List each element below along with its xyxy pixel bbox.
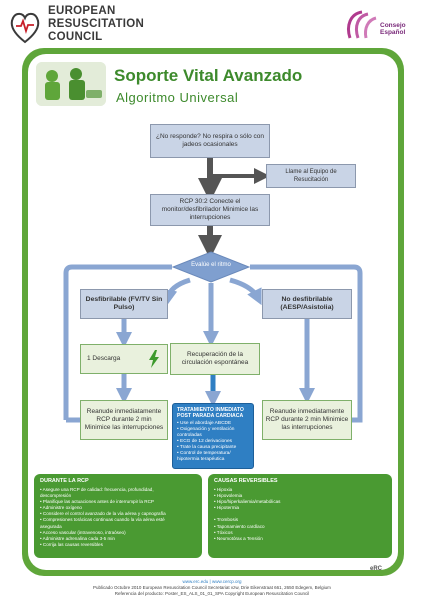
box-tratamiento: TRATAMIENTO INMEDIATO POST PARADA CARDIA… <box>172 403 254 469</box>
erc-footer-mark: eRC <box>370 566 383 572</box>
causa-item: • Tóxicos <box>214 529 233 535</box>
box-no-desfibrilable: No desfibrilable (AESP/Asistolia) <box>262 289 352 319</box>
lightning-icon <box>149 350 159 368</box>
erc-heart-logo-icon <box>10 12 40 44</box>
tratamiento-item: • Oxigenación y ventilación controladas <box>177 427 235 438</box>
footer-publication: Publicado Octubre 2010 European Resuscit… <box>93 585 331 590</box>
causas-heading: CAUSAS REVERSIBLES <box>214 478 278 484</box>
box-llame-equipo: Llame al Equipo de Resucitación <box>266 164 356 188</box>
panel-causas-reversibles: CAUSAS REVERSIBLES • Hipoxia • Hipovolem… <box>208 474 392 558</box>
org-name: EUROPEAN RESUSCITATION COUNCIL <box>48 5 145 43</box>
decision-diamond <box>172 251 250 283</box>
page-subtitle: Algoritmo Universal <box>116 90 239 105</box>
tratamiento-item: • Trate la causa precipitante <box>177 445 237 450</box>
cercp-logo-icon <box>347 10 377 39</box>
causa-item: • Taponamiento cardíaco <box>214 523 265 529</box>
causa-item: • Hipoxia <box>214 487 233 492</box>
rescuers-photo-icon <box>36 62 106 106</box>
tratamiento-heading: TRATAMIENTO INMEDIATO POST PARADA CARDIA… <box>177 407 244 419</box>
durante-rcp-item: • Compresiones torácicas continuas cuand… <box>40 517 165 523</box>
box-una-descarga: 1 Descarga <box>80 344 168 374</box>
box-rcp-302: RCP 30:2 Conecte el monitor/desfibrilado… <box>150 194 270 226</box>
tratamiento-item: • Control de temperatura/ hipotermia ter… <box>177 451 231 462</box>
footer-reference: Referencia del producto: Poster_ES_ALS_0… <box>114 591 310 596</box>
durante-rcp-item: asegurada <box>40 523 62 529</box>
tratamiento-item: • ECG de 12 derivaciones <box>177 439 233 444</box>
durante-rcp-item: • Considere el control avanzado de la ví… <box>40 511 166 517</box>
decision-label: Evalúe el ritmo <box>191 262 231 268</box>
durante-rcp-item: • Administre adrenalina cada 3-5 min <box>40 535 115 541</box>
durante-rcp-item: descompresión <box>40 493 72 499</box>
box-no-responde: ¿No responde? No respira o sólo con jade… <box>150 124 270 158</box>
durante-rcp-item: • Asegure una RCP de calidad: frecuencia… <box>40 487 154 492</box>
partner-name: Consejo Español <box>380 22 406 36</box>
durante-rcp-heading: DURANTE LA RCP <box>40 478 89 484</box>
causa-item: • Trombosis <box>214 517 239 523</box>
durante-rcp-item: • Administre oxígeno <box>40 505 82 511</box>
panel-durante-rcp: DURANTE LA RCP • Asegure una RCP de cali… <box>34 474 202 558</box>
box-reanude-izquierda: Reanude inmediatamente RCP durante 2 min… <box>80 400 168 440</box>
durante-rcp-item: • Corrija las causas reversibles <box>40 541 103 547</box>
tratamiento-item: • Use el abordaje ABCDE <box>177 421 232 426</box>
durante-rcp-item: • Acceso vascular (intravenoso, intraóse… <box>40 529 126 535</box>
causa-item: • Hipotermia <box>214 505 240 511</box>
causa-item: • Hipo/hiperkaliemia/metabólicas <box>214 499 281 505</box>
durante-rcp-item: • Planifique las actuaciones antes de in… <box>40 499 154 505</box>
footer-url[interactable]: www.erc.edu | www.cercp.org <box>182 579 242 584</box>
box-desfibrilable: Desfibrilable (FV/TV Sin Pulso) <box>80 289 168 319</box>
causa-item: • Hipovolemia <box>214 493 243 499</box>
box-reanude-derecha: Reanude inmediatamente RCP durante 2 min… <box>262 400 352 440</box>
box-recuperacion: Recuperación de la circulación espontáne… <box>170 343 260 375</box>
page-title: Soporte Vital Avanzado <box>114 66 303 85</box>
causa-item: • Neumotórax a Tensión <box>214 535 263 541</box>
descarga-label: 1 Descarga <box>87 355 121 362</box>
